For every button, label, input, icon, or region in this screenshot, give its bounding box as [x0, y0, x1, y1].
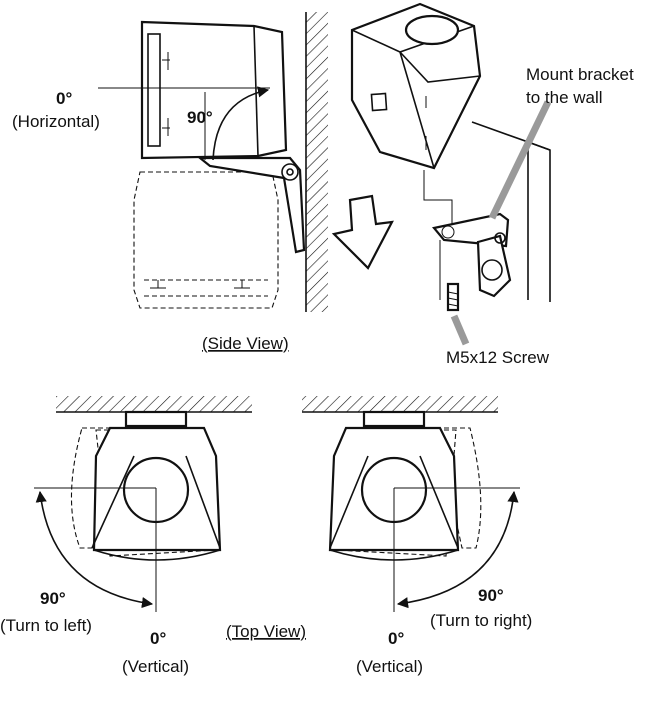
- side-angle-ninety: 90°: [187, 108, 213, 127]
- top-view-label: (Top View): [226, 622, 306, 641]
- screw: [446, 282, 460, 312]
- mount-bracket-callout-line: [488, 100, 552, 220]
- right-turn-label: (Turn to right): [430, 611, 532, 630]
- left-angle-zero: 0°: [150, 629, 166, 648]
- ceiling-left-hatch: [56, 396, 252, 412]
- speaker-screw-marks: [162, 52, 170, 136]
- bracket-pivot: [281, 163, 299, 181]
- left-rotation-arc: [35, 490, 154, 609]
- left-angle-ninety: 90°: [40, 589, 66, 608]
- mount-isometric-drawing: [350, 2, 552, 346]
- speaker-iso-badge: [370, 92, 388, 112]
- side-view-label: (Side View): [202, 334, 289, 353]
- bracket-side: [196, 156, 306, 254]
- down-arrow: [331, 194, 394, 270]
- right-vertical-label: (Vertical): [356, 657, 423, 676]
- screw-callout-line: [450, 314, 470, 346]
- right-angle-ninety: 90°: [478, 586, 504, 605]
- bracket-iso-wall-disc: [481, 259, 503, 281]
- right-rotation-arc: [396, 490, 519, 609]
- side-angle-zero: 0°: [56, 89, 72, 108]
- left-turn-label: (Turn to left): [0, 616, 92, 635]
- bracket-iso-hole: [441, 225, 455, 239]
- speaker-iso-edges-2: [399, 51, 481, 83]
- mount-bracket-label-line1: Mount bracket: [526, 65, 634, 84]
- mount-bracket-label-line2: to the wall: [526, 88, 603, 107]
- speaker-front-edge: [253, 25, 259, 157]
- speaker-rotated-detail: [144, 279, 268, 297]
- left-speaker-base: [93, 549, 221, 561]
- screw-thread: [447, 291, 459, 307]
- bracket-iso-wallplate: [476, 234, 512, 298]
- top-view-left-drawing: [34, 396, 252, 612]
- right-mount-block: [362, 410, 426, 428]
- side-view-drawing: [98, 12, 394, 312]
- speaker-iso-woofer: [404, 14, 460, 46]
- bracket-pivot-center: [286, 168, 294, 176]
- left-mount-block: [124, 410, 188, 428]
- screw-label: M5x12 Screw: [446, 348, 550, 367]
- side-horizontal-label: (Horizontal): [12, 112, 100, 131]
- right-angle-zero: 0°: [388, 629, 404, 648]
- side-rotation-arc: [212, 86, 270, 161]
- speaker-rotated-outline: [133, 171, 279, 309]
- left-vertical-label: (Vertical): [122, 657, 189, 676]
- top-view-right-drawing: [302, 396, 520, 612]
- speaker-grille-side: [147, 33, 161, 147]
- wall-hatch: [306, 12, 328, 312]
- speaker-rotated-marks: [150, 280, 250, 289]
- ceiling-right-hatch: [302, 396, 498, 412]
- bracket-iso-knob: [494, 232, 506, 244]
- iso-guide-lines: [423, 170, 453, 300]
